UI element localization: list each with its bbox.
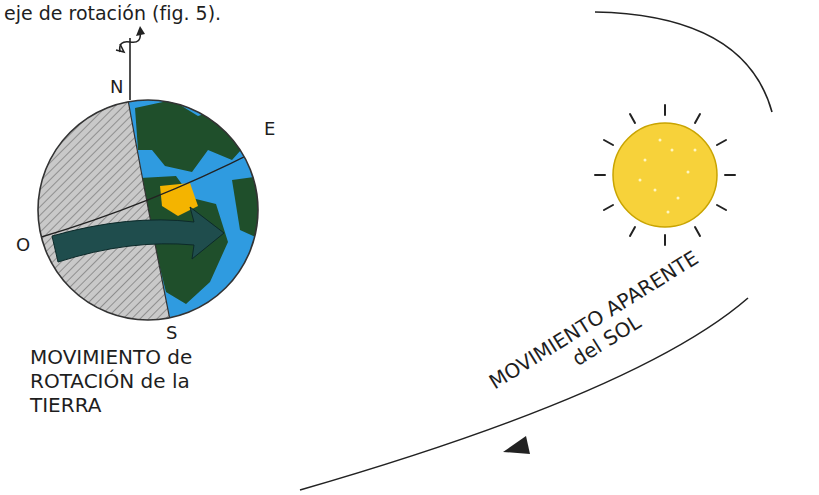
cardinal-point: S [166, 322, 177, 344]
sun [595, 105, 735, 245]
motion-label: MOVIMIENTO APARENTE del SOL [476, 240, 724, 420]
sun-path [300, 12, 772, 490]
cardinal-point: O [16, 234, 30, 256]
page-fragment: eje de rotación (fig. 5). [4, 2, 221, 25]
globe-outline [38, 100, 258, 320]
cardinal-point: E [264, 118, 275, 140]
cardinal-point: N [110, 76, 123, 98]
earth-globe [30, 90, 270, 335]
figure-caption: MOVIMIENTO de ROTACIÓN de la TIERRA [30, 345, 208, 417]
